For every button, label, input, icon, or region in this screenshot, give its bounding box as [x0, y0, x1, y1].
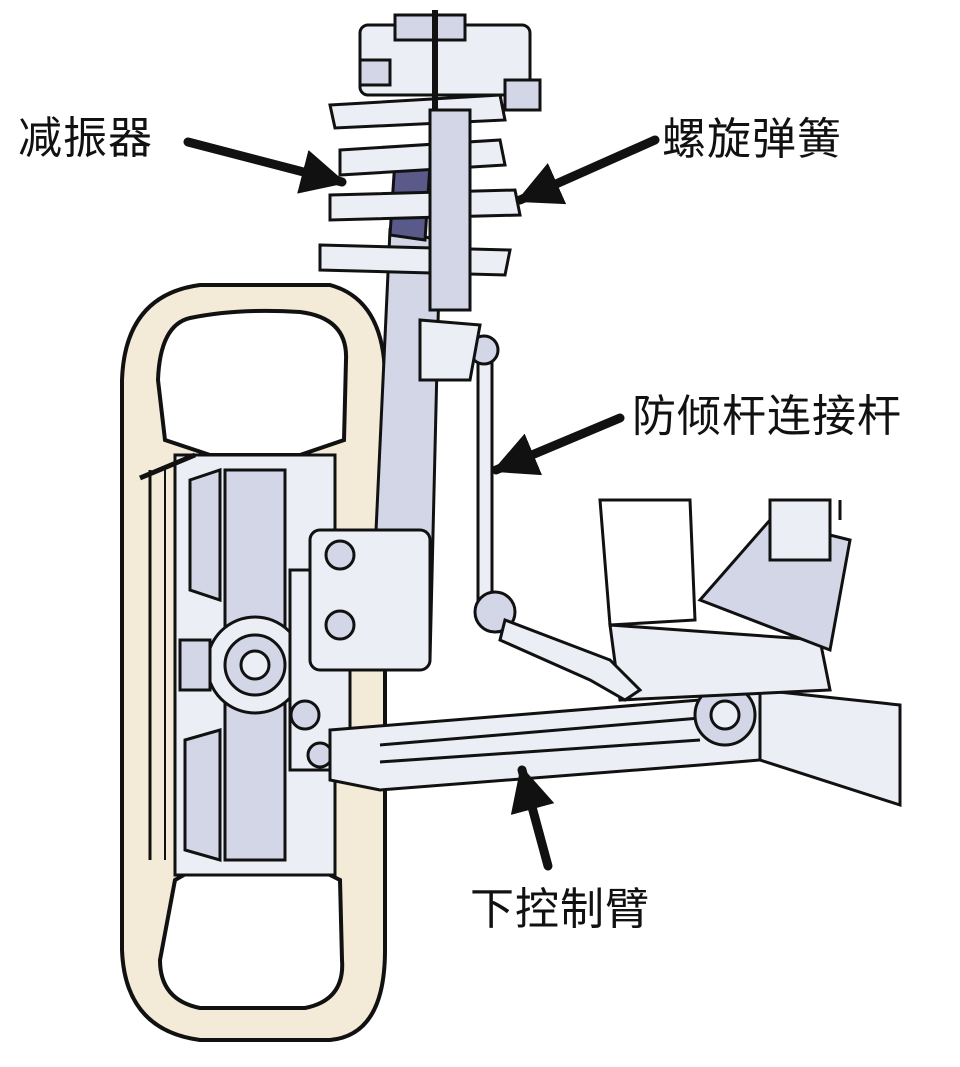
shock-absorber: [308, 158, 482, 672]
annotation-arrows: [183, 135, 660, 871]
label-stabilizer-link: 防倾杆连接杆: [632, 391, 902, 442]
coil-spring-arrow: [515, 135, 660, 205]
stabilizer-link: [468, 334, 643, 702]
coil-spring: [318, 93, 522, 312]
lower-control-arm: [328, 683, 902, 808]
label-shock-absorber: 减振器: [18, 113, 153, 164]
stabilizer-link-arrow: [491, 413, 625, 476]
subframe: [598, 498, 852, 702]
label-lower-control-arm: 下控制臂: [470, 884, 650, 935]
top-mount: [358, 10, 542, 112]
label-coil-spring: 螺旋弹簧: [662, 114, 842, 165]
shock-absorber-arrow: [183, 137, 347, 194]
lower-control-arm-arrow: [510, 765, 555, 871]
